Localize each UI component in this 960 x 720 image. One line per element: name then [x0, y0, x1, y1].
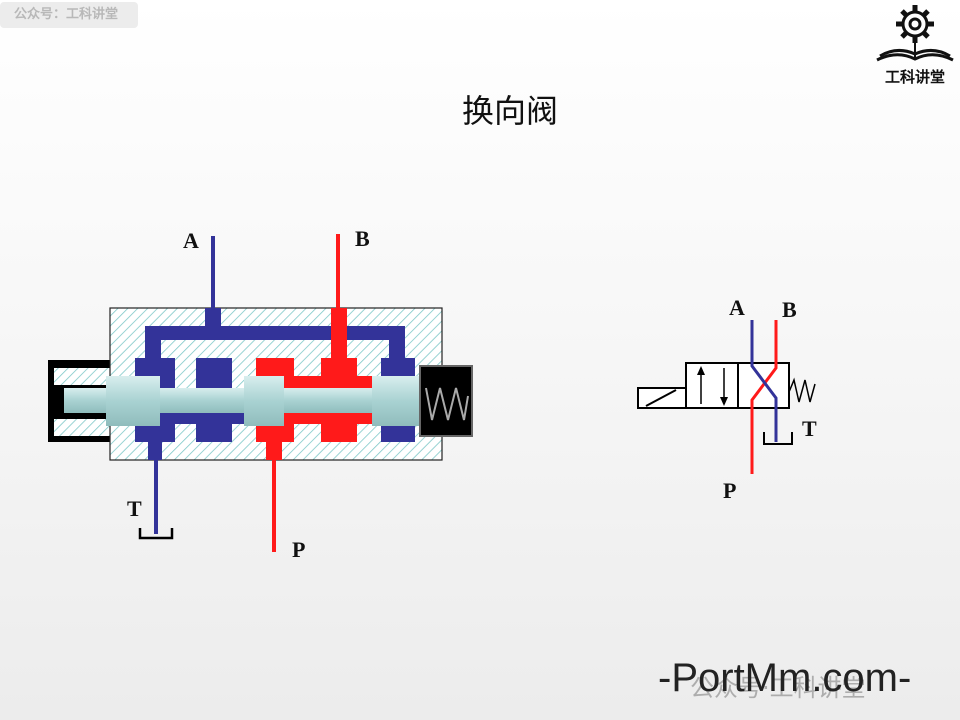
- watermark-top: 公众号：工科讲堂: [0, 2, 138, 28]
- tank-symbol: [138, 528, 174, 540]
- symbol-label-a: A: [729, 295, 745, 320]
- section-label-b: B: [355, 226, 370, 251]
- symbol-label-t: T: [802, 416, 817, 441]
- gear-book-icon: [876, 5, 954, 62]
- spring-icon: [425, 387, 469, 421]
- symbol-spring-icon: [788, 377, 816, 403]
- spring-housing: [419, 365, 473, 437]
- section-label-p: P: [292, 537, 306, 562]
- watermark-bottom-ghost: 公众号·工科讲堂: [690, 674, 866, 702]
- symbol-label-p: P: [723, 478, 737, 503]
- spool: [64, 376, 422, 426]
- valve-symbol: [637, 320, 816, 474]
- section-label-a: A: [183, 228, 199, 253]
- logo-text: 工科讲堂: [884, 68, 945, 86]
- section-label-t: T: [127, 496, 142, 521]
- symbol-label-b: B: [782, 297, 797, 322]
- watermark-bottom: -PortMm.com-: [658, 656, 912, 700]
- valve-section-view: [48, 234, 473, 552]
- logo: 工科讲堂: [872, 2, 958, 90]
- page-title: 换向阀: [461, 92, 558, 130]
